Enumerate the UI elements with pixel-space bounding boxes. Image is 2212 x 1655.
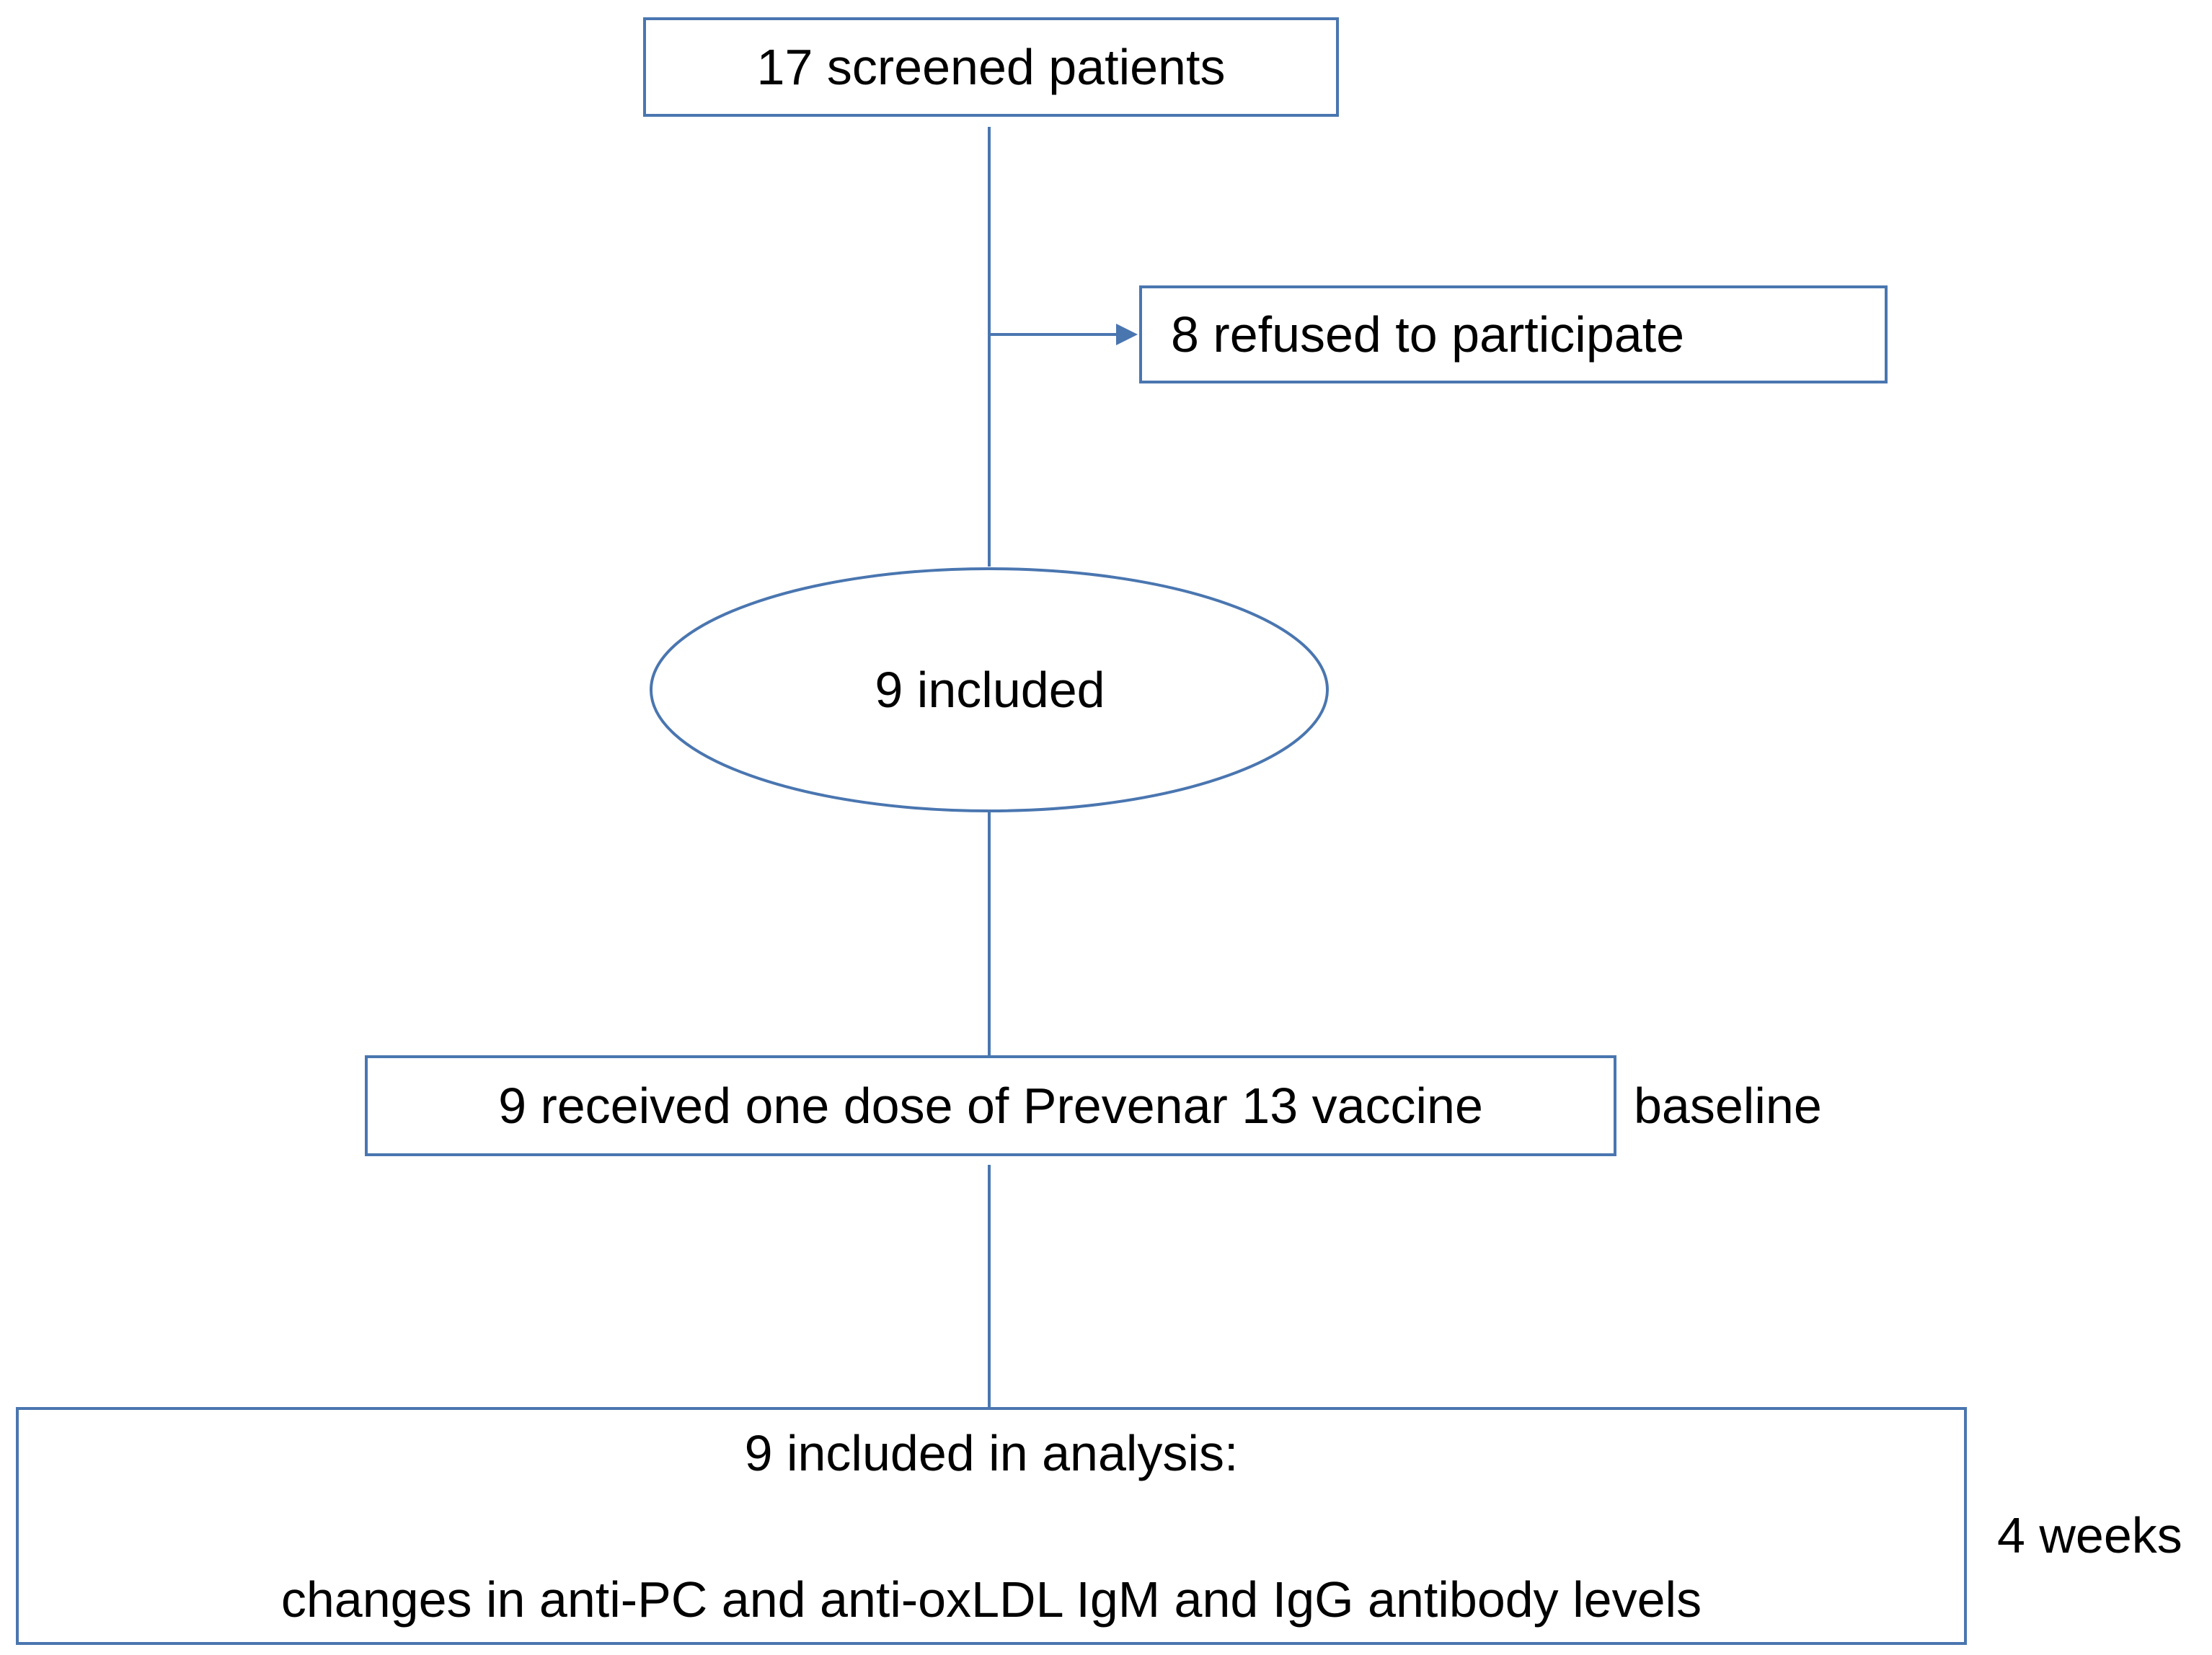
baseline-label: baseline	[1634, 1078, 1822, 1134]
vaccine-dose-text: 9 received one dose of Prevenar 13 vacci…	[498, 1077, 1483, 1134]
four-weeks-label: 4 weeks	[1997, 1507, 2182, 1563]
included-text: 9 included	[875, 662, 1105, 718]
included-ellipse-shape	[650, 567, 1329, 812]
screened-patients-box: 17 screened patients	[643, 17, 1339, 117]
vaccine-dose-box: 9 received one dose of Prevenar 13 vacci…	[365, 1055, 1616, 1156]
refused-box: 8 refused to participate	[1139, 285, 1888, 383]
analysis-title-text: 9 included in analysis:	[744, 1425, 1239, 1481]
analysis-detail-text: changes in anti-PC and anti-oxLDL IgM an…	[280, 1571, 1702, 1628]
analysis-box: 9 included in analysis: changes in anti-…	[16, 1407, 1967, 1645]
arrowhead-refused	[1116, 324, 1138, 345]
screened-patients-text: 17 screened patients	[756, 38, 1226, 95]
refused-text: 8 refused to participate	[1171, 306, 1685, 363]
included-ellipse: 9 included	[650, 567, 1330, 813]
